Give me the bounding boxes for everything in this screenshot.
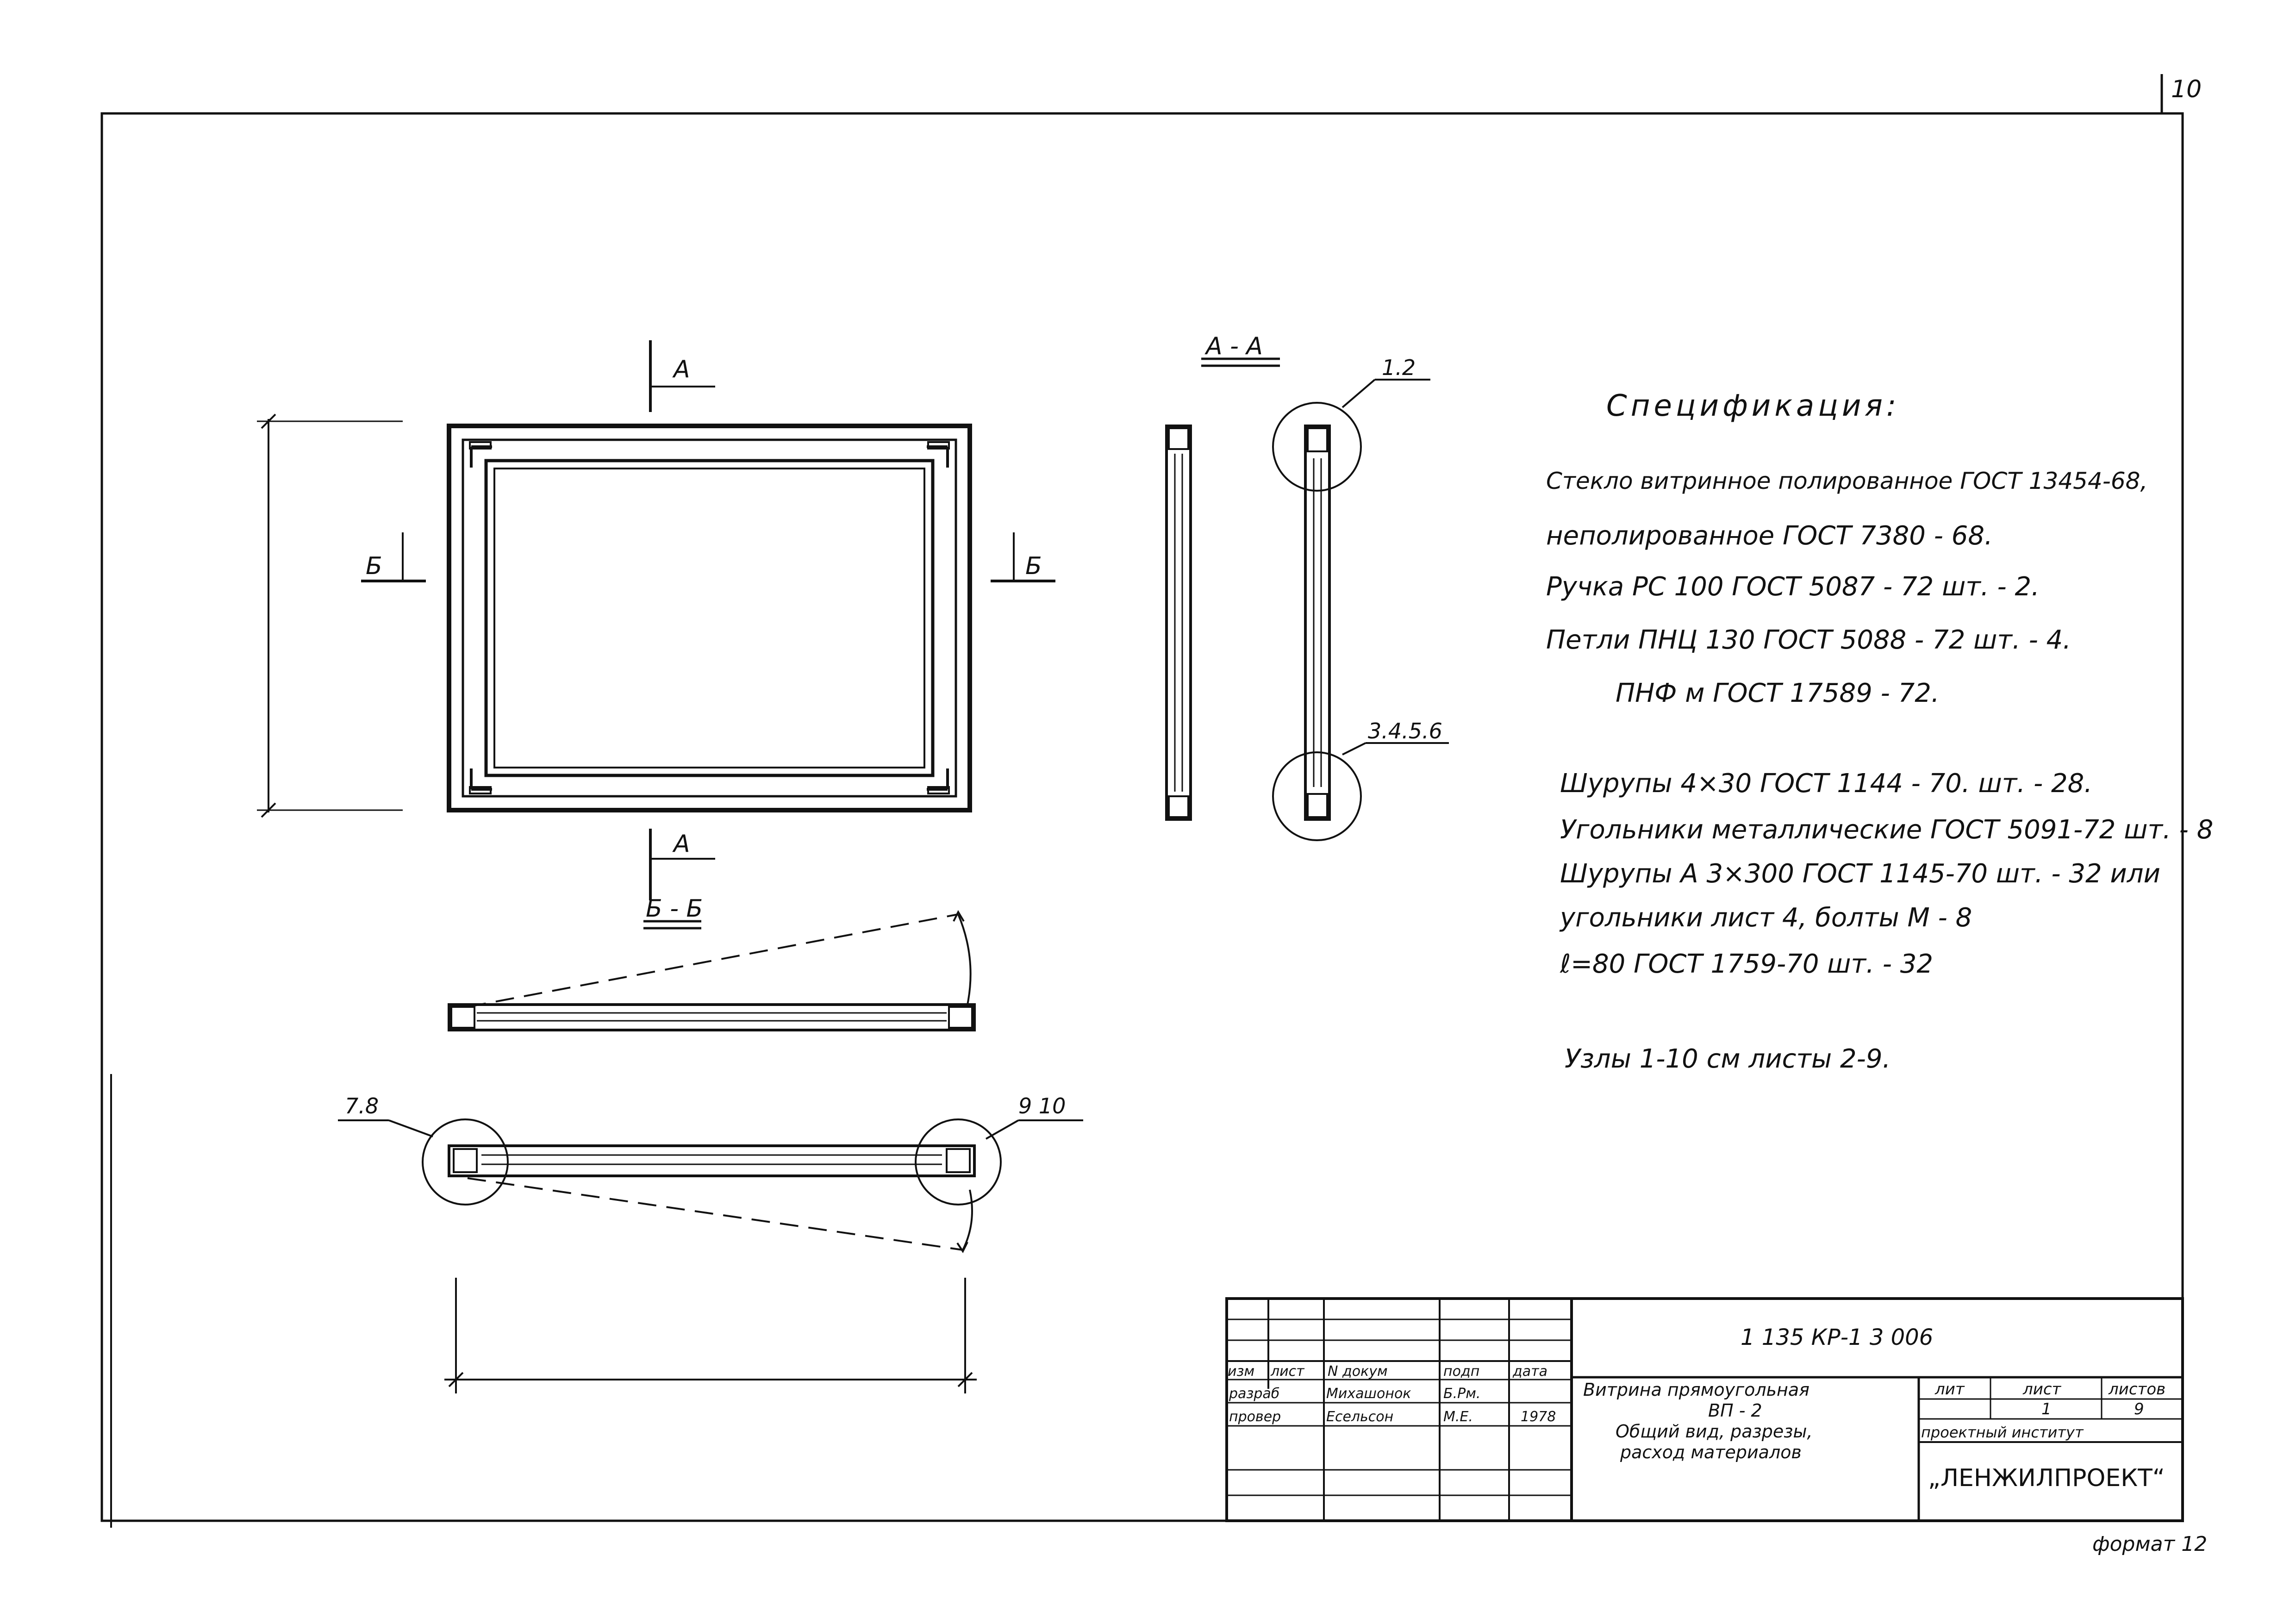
- view-a-a: [1165, 357, 1449, 841]
- callout-7-8: 7.8: [345, 1093, 379, 1118]
- spec-line-6: Шурупы 4×30 ГОСТ 1144 - 70. шт. - 28.: [1560, 768, 2093, 799]
- spec-line-11: Узлы 1-10 см листы 2-9.: [1565, 1044, 1891, 1074]
- tb-prover-label: провер: [1229, 1409, 1281, 1425]
- tb-prover-sign: М.Е.: [1443, 1409, 1473, 1425]
- callout-9-10: 9 10: [1018, 1093, 1066, 1118]
- tb-institute-label: проектный институт: [1921, 1424, 2084, 1441]
- spec-line-5: ПНФ м ГОСТ 17589 - 72.: [1616, 678, 1940, 708]
- tb-header-data: дата: [1512, 1363, 1547, 1380]
- callout-3-4-5-6: 3.4.5.6: [1368, 718, 1442, 743]
- view-bb-label: Б - Б: [646, 895, 703, 923]
- title-block-grid: [1225, 1297, 2184, 1522]
- spec-line-3: Ручка РС 100 ГОСТ 5087 - 72 шт. - 2.: [1546, 572, 2040, 602]
- tb-title-line-3: Общий вид, разрезы,: [1616, 1421, 1813, 1442]
- tb-title-line-2: ВП - 2: [1708, 1400, 1762, 1421]
- view-aa-label: А - А: [1204, 332, 1263, 360]
- tb-listov-header: листов: [2108, 1380, 2165, 1399]
- sheet-frame: [100, 112, 2184, 1522]
- view-b-b: [338, 910, 1083, 1393]
- callout-1-2: 1.2: [1382, 355, 1416, 380]
- section-b-left-label: Б: [366, 552, 382, 580]
- tb-lit-header: лит: [1934, 1380, 1965, 1399]
- tb-list-value: 1: [2041, 1400, 2052, 1418]
- spec-line-10: ℓ=80 ГОСТ 1759-70 шт. - 32: [1560, 949, 1934, 979]
- tb-title-line-1: Витрина прямоугольная: [1583, 1380, 1809, 1400]
- spec-line-2: неполированное ГОСТ 7380 - 68.: [1546, 521, 1993, 551]
- tb-institute-name: „ЛЕНЖИЛПРОЕКТ“: [1928, 1464, 2165, 1492]
- tb-header-ndokum: N докум: [1328, 1363, 1388, 1380]
- tb-header-list: лист: [1270, 1363, 1305, 1380]
- page-number: 10: [2171, 75, 2202, 103]
- doc-code: 1 135 КР-1 3 006: [1741, 1324, 1933, 1350]
- specification-title: Спецификация:: [1606, 389, 1900, 423]
- section-a-top-label: А: [672, 356, 690, 383]
- tb-prover-name: Есельсон: [1326, 1409, 1393, 1425]
- format-label: формат 12: [2092, 1532, 2207, 1556]
- tb-listov-value: 9: [2134, 1400, 2144, 1418]
- spec-line-7: Угольники металлические ГОСТ 5091-72 шт.…: [1560, 815, 2214, 845]
- tb-prover-date: 1978: [1521, 1409, 1556, 1425]
- tb-header-izm: изм: [1228, 1363, 1254, 1380]
- tb-title-line-4: расход материалов: [1620, 1442, 1802, 1462]
- section-b-right-label: Б: [1025, 552, 1042, 580]
- spec-line-4: Петли ПНЦ 130 ГОСТ 5088 - 72 шт. - 4.: [1546, 625, 2071, 655]
- tb-list-header: лист: [2022, 1380, 2062, 1399]
- spec-line-1: Стекло витринное полированное ГОСТ 13454…: [1546, 468, 2148, 494]
- tb-header-podp: подп: [1443, 1363, 1479, 1380]
- tb-razrab-label: разраб: [1229, 1386, 1279, 1402]
- spec-line-9: угольники лист 4, болты М - 8: [1560, 903, 1972, 933]
- front-view: [257, 340, 1055, 900]
- tb-razrab-sign: Б.Рм.: [1443, 1386, 1480, 1402]
- section-a-bottom-label: А: [672, 830, 690, 858]
- tb-razrab-name: Михашонок: [1326, 1386, 1411, 1402]
- spec-line-8: Шурупы А 3×300 ГОСТ 1145-70 шт. - 32 или: [1560, 859, 2160, 889]
